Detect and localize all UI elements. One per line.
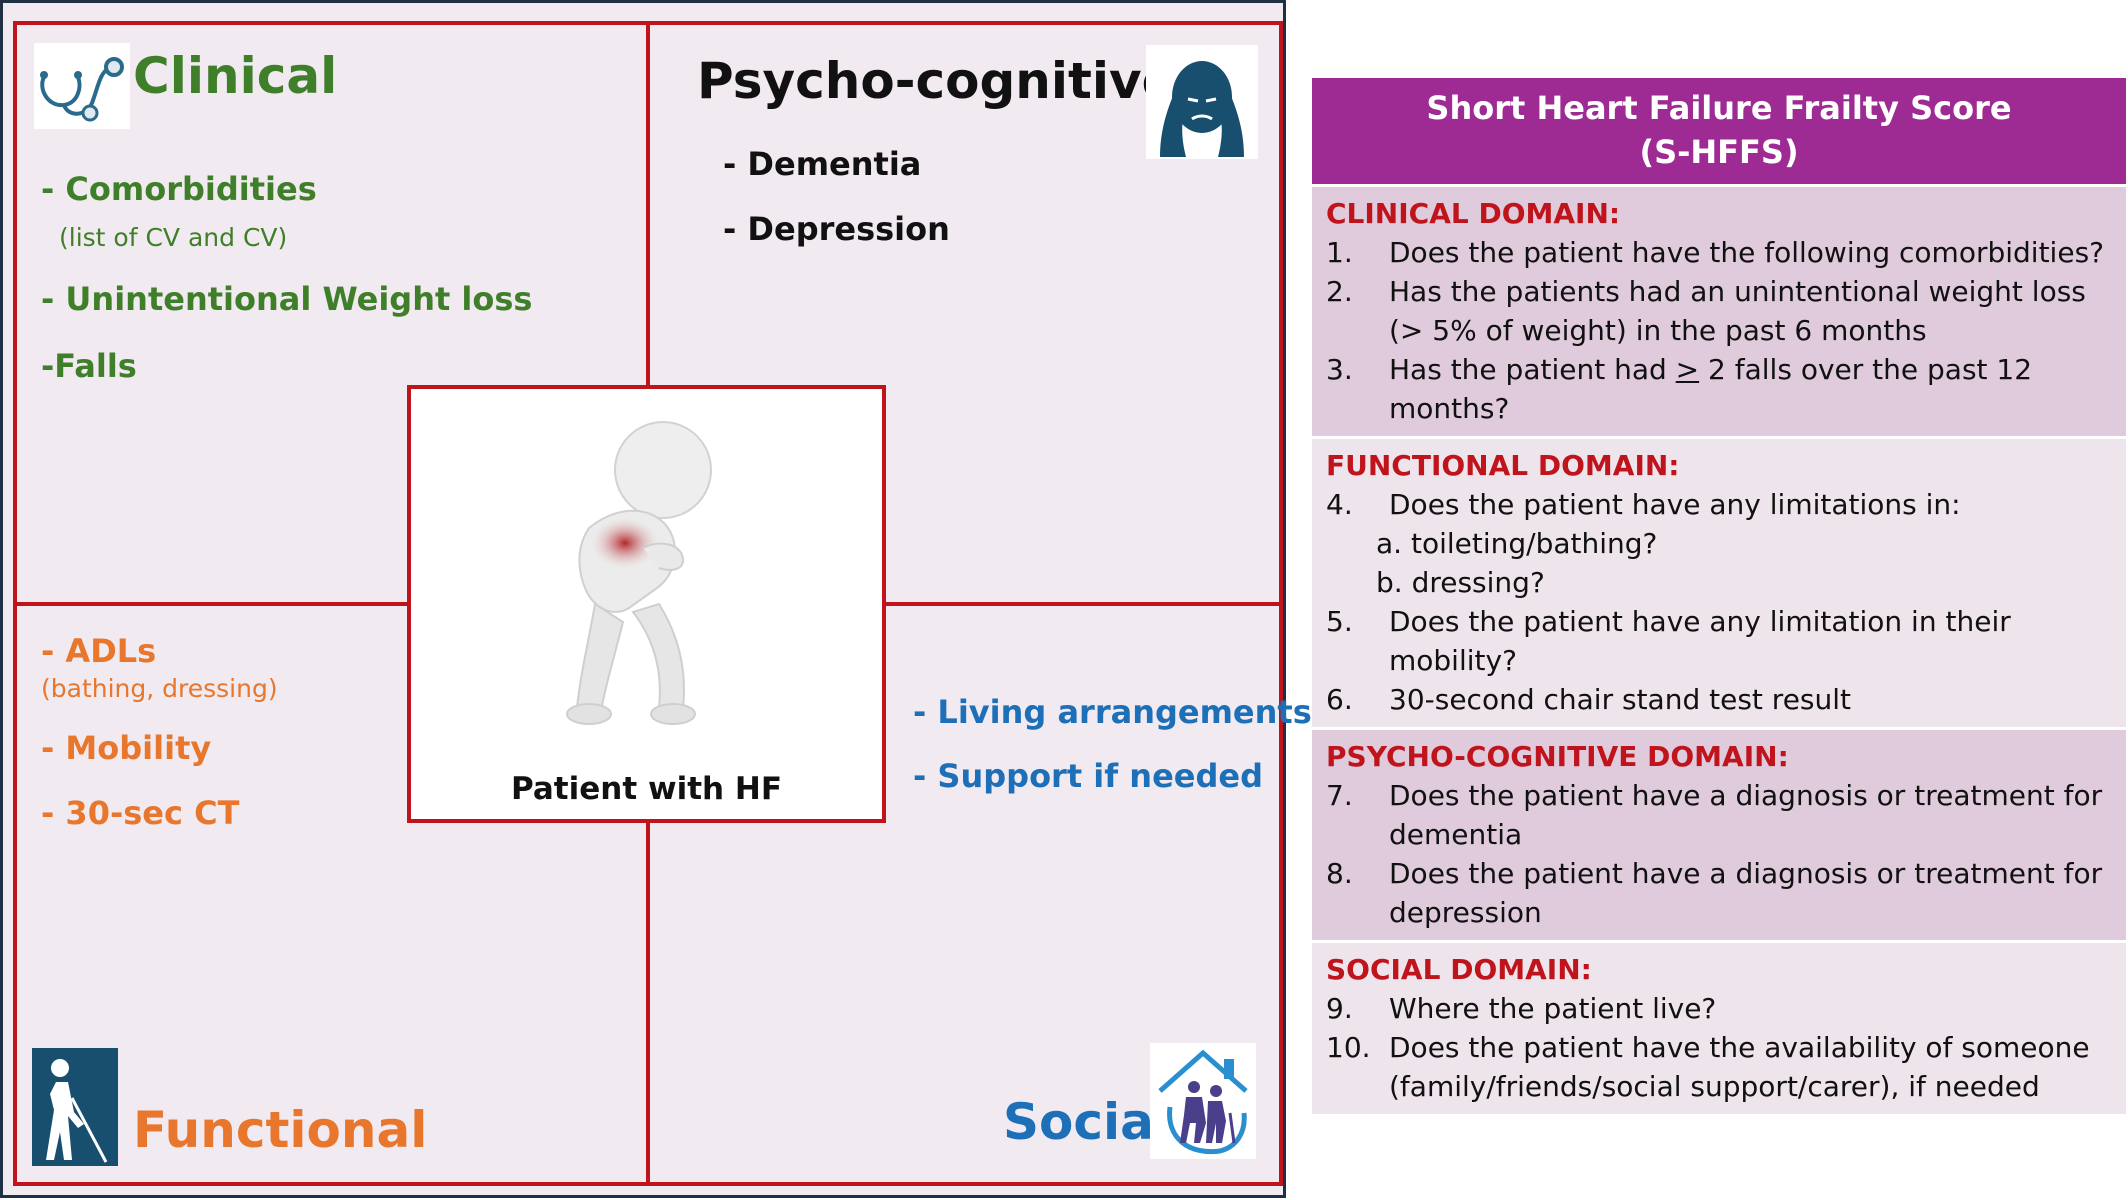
question-number: 4. [1326,488,1353,521]
score-abbreviation: (S-HFFS) [1639,133,1799,171]
question-text: Does the patient have the following como… [1389,236,2105,269]
walking-cane-icon [32,1048,118,1166]
psycho-cognitive-domain-title: PSYCHO-COGNITIVE DOMAIN: [1326,740,1789,773]
psycho-cognitive-domain-section: PSYCHO-COGNITIVE DOMAIN: 7. Does the pat… [1312,727,2126,940]
functional-adls-note: (bathing, dressing) [41,674,278,703]
question-number: 10. [1326,1031,1371,1064]
clinical-comorbidities-note: (list of CV and CV) [59,223,288,252]
center-patient-label: Patient with HF [510,771,783,807]
elderly-home-icon [1150,1043,1256,1159]
clinical-title: Clinical [133,47,338,105]
head-in-hands-icon [1146,45,1258,159]
question-number: 7. [1326,779,1353,812]
question-text-start: Has the patient had [1389,353,1676,386]
question-row: 1. Does the patient have the following c… [1326,233,2108,272]
question-number: 1. [1326,236,1353,269]
clinical-item-comorbidities: - Comorbidities [41,170,317,208]
social-item-support: - Support if needed [913,757,1263,795]
question-row: 6. 30-second chair stand test result [1326,680,2108,719]
question-text: Does the patient have any limitation in … [1389,605,2011,677]
question-text: Does the patient have a diagnosis or tre… [1389,857,2103,929]
question-text: 30-second chair stand test result [1389,683,1852,716]
functional-title: Functional [133,1101,428,1159]
functional-item-adls: - ADLs [41,632,157,670]
question-number: 2. [1326,275,1353,308]
question-number: 9. [1326,992,1353,1025]
psycho-cognitive-title: Psycho-cognitive [697,52,1176,110]
frailty-domains-diagram: Clinical - Comorbidities (list of CV and… [0,0,1312,1198]
question-text: Does the patient have the availability o… [1389,1031,2090,1103]
question-row: 2. Has the patients had an unintentional… [1326,272,2108,350]
patient-chest-pain-icon [533,408,758,758]
functional-domain-title: FUNCTIONAL DOMAIN: [1326,449,1680,482]
clinical-domain-section: CLINICAL DOMAIN: 1. Does the patient hav… [1312,184,2126,436]
stethoscope-icon [34,43,130,129]
psycho-item-dementia: - Dementia [723,145,922,183]
question-row: 4. Does the patient have any limitations… [1326,485,2108,524]
question-text-end: 2 falls over the past 12 months? [1389,353,2033,425]
question-text: Does the patient have a diagnosis or tre… [1389,779,2103,851]
question-row: 10. Does the patient have the availabili… [1326,1028,2108,1106]
question-number: 5. [1326,605,1353,638]
clinical-item-falls: -Falls [41,347,137,385]
question-row: 3. Has the patient had > 2 falls over th… [1326,350,2108,428]
social-domain-section: SOCIAL DOMAIN: 9. Where the patient live… [1312,940,2126,1114]
social-item-living-arrangements: - Living arrangements [913,693,1312,731]
clinical-item-weight-loss: - Unintentional Weight loss [41,280,533,318]
clinical-domain-title: CLINICAL DOMAIN: [1326,197,1621,230]
question-number: 8. [1326,857,1353,890]
functional-item-mobility: - Mobility [41,729,212,767]
question-text: Has the patient had > 2 falls over the p… [1389,350,2108,428]
question-row: 9. Where the patient live? [1326,989,2108,1028]
question-text: Does the patient have any limitations in… [1389,488,1961,521]
greater-or-equal-symbol: > [1675,353,1700,386]
psycho-item-depression: - Depression [723,210,950,248]
functional-domain-section: FUNCTIONAL DOMAIN: 4. Does the patient h… [1312,436,2126,727]
question-row: 7. Does the patient have a diagnosis or … [1326,776,2108,854]
question-subitem: a. toileting/bathing? [1376,527,1658,560]
social-title: Social [1003,1093,1172,1151]
functional-item-30sec-ct: - 30-sec CT [41,794,240,832]
question-row: 8. Does the patient have a diagnosis or … [1326,854,2108,932]
social-quadrant [646,602,1283,1186]
social-domain-title: SOCIAL DOMAIN: [1326,953,1592,986]
score-title: Short Heart Failure Frailty Score [1426,89,2012,127]
question-subitem: b. dressing? [1376,566,1545,599]
question-text: Where the patient live? [1389,992,1717,1025]
question-row: 5. Does the patient have any limitation … [1326,602,2108,680]
question-text: Has the patients had an unintentional we… [1389,275,2086,347]
question-number: 6. [1326,683,1353,716]
score-header: Short Heart Failure Frailty Score (S-HFF… [1312,78,2126,184]
shffs-score-table: Short Heart Failure Frailty Score (S-HFF… [1312,78,2126,1114]
question-number: 3. [1326,353,1353,386]
